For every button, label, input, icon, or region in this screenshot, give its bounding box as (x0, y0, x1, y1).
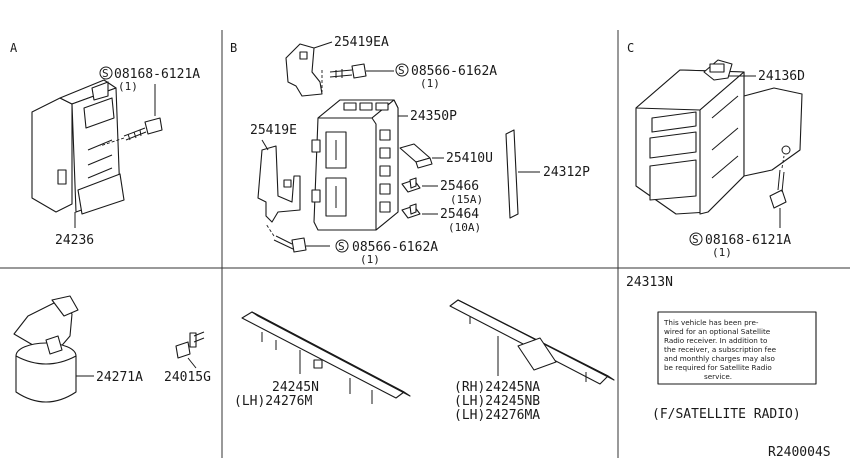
part-24015G: 24015G (164, 370, 211, 385)
note-line-7: service. (704, 372, 732, 381)
cover-24312P (505, 129, 519, 219)
part-08168-6121A-c: 08168-6121A (705, 233, 791, 248)
satellite-note: This vehicle has been pre- wired for an … (663, 318, 777, 381)
part-25419EA: 25419EA (334, 35, 389, 50)
symbol-s-circle-c (689, 232, 703, 246)
note-line-6: be required for Satellite Radio (664, 363, 772, 372)
fuse-25464 (401, 203, 421, 219)
junction-box-24136D (635, 59, 803, 215)
bracket-24236 (31, 79, 125, 215)
part-25466: 25466 (440, 179, 479, 194)
leader-25419EA (313, 41, 333, 49)
part-25464: 25464 (440, 207, 479, 222)
qty-a: (1) (118, 80, 138, 93)
part-24245NA: (RH)24245NA (454, 380, 540, 395)
harness-bracket-24245NA (449, 299, 615, 385)
part-25419E: 25419E (250, 123, 297, 138)
bolt-section-b-bottom (265, 223, 307, 253)
harness-bracket-24245N (241, 311, 411, 404)
fuse-25410U (399, 143, 433, 169)
part-25410U: 25410U (446, 151, 493, 166)
part-24136D: 24136D (758, 69, 805, 84)
holder-24271A (13, 295, 79, 403)
note-line-2: wired for an optional Satellite (664, 327, 771, 336)
amp-15a: (15A) (450, 193, 483, 206)
part-24236: 24236 (55, 233, 94, 248)
section-b-label: B (230, 41, 237, 55)
symbol-s-circle-b-bottom (335, 239, 349, 253)
leader-25419E (261, 139, 269, 151)
bracket-25419E (257, 145, 301, 223)
leader-24015G (187, 357, 197, 369)
note-line-5: and monthly charges may also (664, 354, 775, 363)
symbol-s-c: S (692, 233, 699, 246)
symbol-s-circle-a (99, 66, 113, 80)
fuse-block-24350P (311, 99, 399, 231)
note-line-1: This vehicle has been pre- (663, 318, 759, 327)
symbol-s-b-bottom: S (338, 240, 345, 253)
symbol-s-a: S (102, 67, 109, 80)
note-line-4: the receiver, a subscription fee (664, 345, 777, 354)
clip-24015G (175, 331, 205, 359)
qty-c: (1) (712, 246, 732, 259)
part-24276MA: (LH)24276MA (454, 408, 540, 423)
part-24313N: 24313N (626, 275, 673, 290)
note-line-3: Radio receiver. In addition to (664, 336, 767, 345)
bolt-section-c (769, 155, 787, 209)
part-08168-6121A-a: 08168-6121A (114, 67, 200, 82)
part-08566-6162A-top: 08566-6162A (411, 64, 497, 79)
bolt-section-b-top (329, 63, 367, 79)
amp-10a: (10A) (448, 221, 481, 234)
section-a-label: A (10, 41, 18, 55)
part-24312P: 24312P (543, 165, 590, 180)
bolt-section-a (99, 117, 163, 147)
part-24276M: (LH)24276M (234, 394, 312, 409)
bracket-25419EA (285, 43, 323, 97)
part-24245NB: (LH)24245NB (454, 394, 540, 409)
part-24350P: 24350P (410, 109, 457, 124)
satellite-label-card (657, 311, 817, 385)
qty-b-top: (1) (420, 77, 440, 90)
part-24271A: 24271A (96, 370, 143, 385)
diagram-code: R240004S (768, 445, 831, 460)
qty-b-bottom: (1) (360, 253, 380, 266)
part-08566-6162A-bottom: 08566-6162A (352, 240, 438, 255)
symbol-s-circle-b-top (395, 63, 409, 77)
fuse-25466 (401, 177, 421, 193)
satellite-radio-caption: (F/SATELLITE RADIO) (652, 407, 801, 422)
section-c-label: C (627, 41, 634, 55)
part-24245N: 24245N (272, 380, 319, 395)
symbol-s-b-top: S (398, 64, 405, 77)
grid-lines (0, 30, 850, 458)
